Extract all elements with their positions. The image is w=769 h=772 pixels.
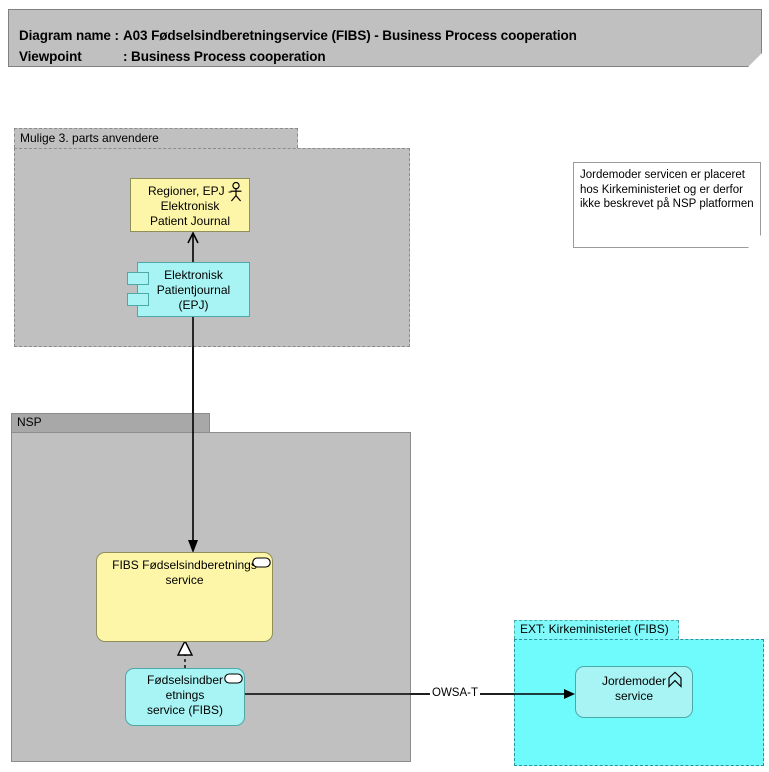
process-icon bbox=[668, 671, 682, 688]
node-regioner-epj-label: Regioner, EPJ - Elektronisk Patient Jour… bbox=[147, 184, 233, 228]
viewpoint-value: Business Process cooperation bbox=[131, 49, 326, 64]
diagram-name-value: A03 Fødselsindberetningservice (FIBS) - … bbox=[123, 28, 577, 43]
viewpoint-separator: : bbox=[123, 49, 132, 64]
actor-icon bbox=[230, 181, 242, 202]
note-jordemoder-placement-text: Jordemoder servicen er placeret hos Kirk… bbox=[580, 169, 754, 210]
package-third-party-tab bbox=[14, 128, 298, 148]
package-ext-label: EXT: Kirkeministeriet (FIBS) bbox=[520, 622, 669, 636]
node-regioner-epj[interactable]: Regioner, EPJ - Elektronisk Patient Jour… bbox=[130, 178, 250, 232]
diagram-name-label: Diagram name : bbox=[19, 28, 119, 43]
component-icon-tab-upper bbox=[127, 272, 149, 285]
node-fodselsindberetnings-service-fibs-label: Fødselsindber etnings service (FIBS) bbox=[146, 673, 224, 717]
service-icon bbox=[224, 673, 243, 684]
viewpoint-label: Viewpoint bbox=[19, 49, 82, 64]
node-jordemoder-service-label: Jordemoder service bbox=[601, 674, 667, 703]
node-fibs-fodselsindberetnings-service-label: FIBS Fødselsindberetnings service bbox=[112, 558, 257, 587]
node-elektronisk-patientjournal-label: Elektronisk Patientjournal (EPJ) bbox=[156, 268, 231, 312]
package-ext-tab bbox=[514, 620, 679, 639]
note-jordemoder-placement: Jordemoder servicen er placeret hos Kirk… bbox=[573, 162, 761, 248]
package-third-party-label: Mulige 3. parts anvendere bbox=[20, 131, 159, 145]
diagram-name-line: Diagram name : A03 Fødselsindberetningser… bbox=[19, 28, 577, 43]
node-elektronisk-patientjournal[interactable]: Elektronisk Patientjournal (EPJ) bbox=[127, 262, 250, 317]
diagram-title-box: Diagram name : A03 Fødselsindberetningser… bbox=[8, 9, 762, 67]
viewpoint-line: Viewpoint: Business Process cooperation bbox=[19, 49, 326, 64]
connector-label-owsa-t: OWSA-T bbox=[430, 687, 480, 699]
component-icon-tab-lower bbox=[127, 293, 149, 306]
package-nsp-tab bbox=[11, 413, 210, 432]
service-icon bbox=[252, 557, 271, 568]
package-nsp-label: NSP bbox=[17, 415, 42, 429]
node-fibs-fodselsindberetnings-service[interactable]: FIBS Fødselsindberetnings service bbox=[96, 552, 273, 642]
